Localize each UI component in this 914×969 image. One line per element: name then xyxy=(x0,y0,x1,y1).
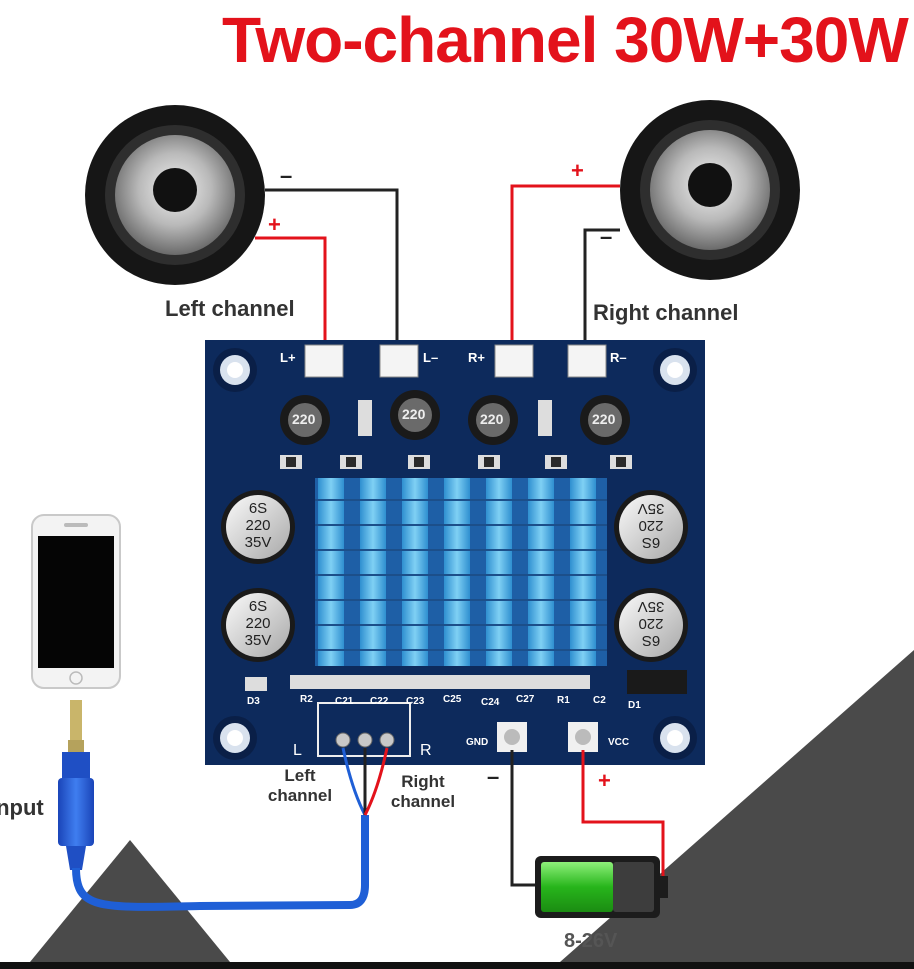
gnd-label: GND xyxy=(466,737,489,748)
silk-c25: C25 xyxy=(443,694,462,705)
right-channel-wire-label: Right channel xyxy=(390,772,456,811)
silk-c23: C23 xyxy=(406,696,425,707)
silk-c2: C2 xyxy=(593,695,606,706)
silk-r1: R1 xyxy=(557,695,570,706)
vcc-wire xyxy=(581,750,665,880)
silk-d1: D1 xyxy=(628,700,641,711)
right-plus-wire xyxy=(510,184,620,352)
audio-cable xyxy=(58,700,389,911)
left-plus-wire xyxy=(255,236,327,352)
terminal-r-minus-label: R– xyxy=(610,350,627,365)
left-channel-wire-label: Left channel xyxy=(267,766,333,805)
left-minus-wire xyxy=(265,188,399,352)
silk-c27: C27 xyxy=(516,694,535,705)
gnd-minus-sign: – xyxy=(487,764,500,789)
right-minus-wire xyxy=(583,228,620,352)
terminal-l-minus-label: L– xyxy=(423,350,439,365)
silk-c21: C21 xyxy=(335,696,354,707)
bottom-bar xyxy=(0,962,914,969)
inductor-label: 220 xyxy=(292,411,316,427)
input-label: Input xyxy=(0,795,44,820)
inductor-label: 220 xyxy=(480,411,504,427)
right-channel-speaker-label: Right channel xyxy=(593,300,739,325)
silk-c22: C22 xyxy=(370,696,389,707)
background-shape-left xyxy=(30,840,230,962)
voltage-label: 8-26V xyxy=(564,930,618,952)
silk-r2: R2 xyxy=(300,694,313,705)
diagram-title: Two-channel 30W+30W xyxy=(222,4,909,76)
right-speaker-plus-sign: + xyxy=(571,158,584,183)
left-channel-speaker-label: Left channel xyxy=(165,296,295,321)
gnd-wire xyxy=(510,750,545,887)
vcc-plus-sign: + xyxy=(598,768,611,793)
silk-c24: C24 xyxy=(481,697,500,708)
silk-d3: D3 xyxy=(247,696,260,707)
phone xyxy=(31,514,121,689)
terminal-r-plus-label: R+ xyxy=(468,350,485,365)
right-speaker-minus-sign: – xyxy=(600,224,613,249)
terminal-l-plus-label: L+ xyxy=(280,350,296,365)
vcc-label: VCC xyxy=(608,737,630,748)
left-speaker-minus-sign: – xyxy=(280,163,293,188)
inductor-label: 220 xyxy=(592,411,616,427)
battery xyxy=(535,856,668,918)
input-pin-l-label: L xyxy=(293,742,302,759)
left-speaker-plus-sign: + xyxy=(268,212,281,237)
left-speaker xyxy=(85,105,265,285)
amplifier-board xyxy=(205,340,705,765)
right-speaker xyxy=(620,100,800,280)
input-pin-r-label: R xyxy=(420,742,432,759)
inductor-label: 220 xyxy=(402,406,426,422)
